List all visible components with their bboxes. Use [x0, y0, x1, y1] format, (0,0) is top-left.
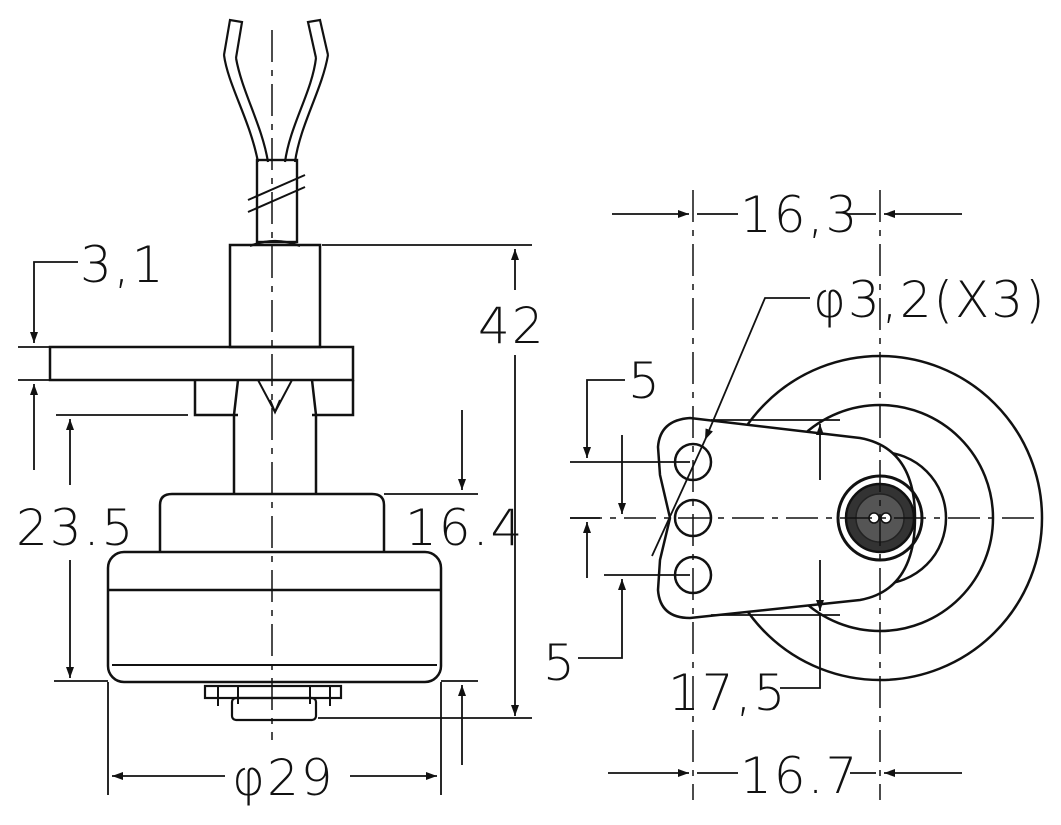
dim-hole-span: 17,5 [668, 664, 787, 722]
dim-hole-spacing: 16,3 [740, 186, 859, 244]
side-view-dimensions [18, 244, 532, 795]
bottom-view [570, 190, 1044, 800]
body-upper [158, 492, 386, 552]
flange-hub [193, 380, 355, 417]
dim-flange-thickness: 3,1 [80, 236, 166, 294]
stem-lower [232, 379, 318, 495]
dim-pitch-lower: 5 [543, 634, 577, 692]
body-lower [106, 550, 443, 684]
terminal-plate [203, 684, 343, 700]
dim-lower-height: 23.5 [16, 499, 135, 557]
side-view [48, 18, 443, 740]
stem-upper [228, 243, 322, 349]
cable-jacket [255, 158, 299, 244]
dim-center-offset: 16.7 [740, 747, 859, 805]
flange [48, 345, 355, 382]
dim-hole-diameter: φ3,2(X3) [813, 271, 1047, 329]
dim-body-height: 16.4 [405, 499, 524, 557]
cable-wires [222, 18, 330, 163]
dim-body-diameter: φ29 [232, 749, 335, 807]
bottom-view-dimensions [570, 210, 962, 777]
dim-pitch-upper: 5 [628, 352, 662, 410]
dim-total-height: 42 [478, 297, 546, 355]
